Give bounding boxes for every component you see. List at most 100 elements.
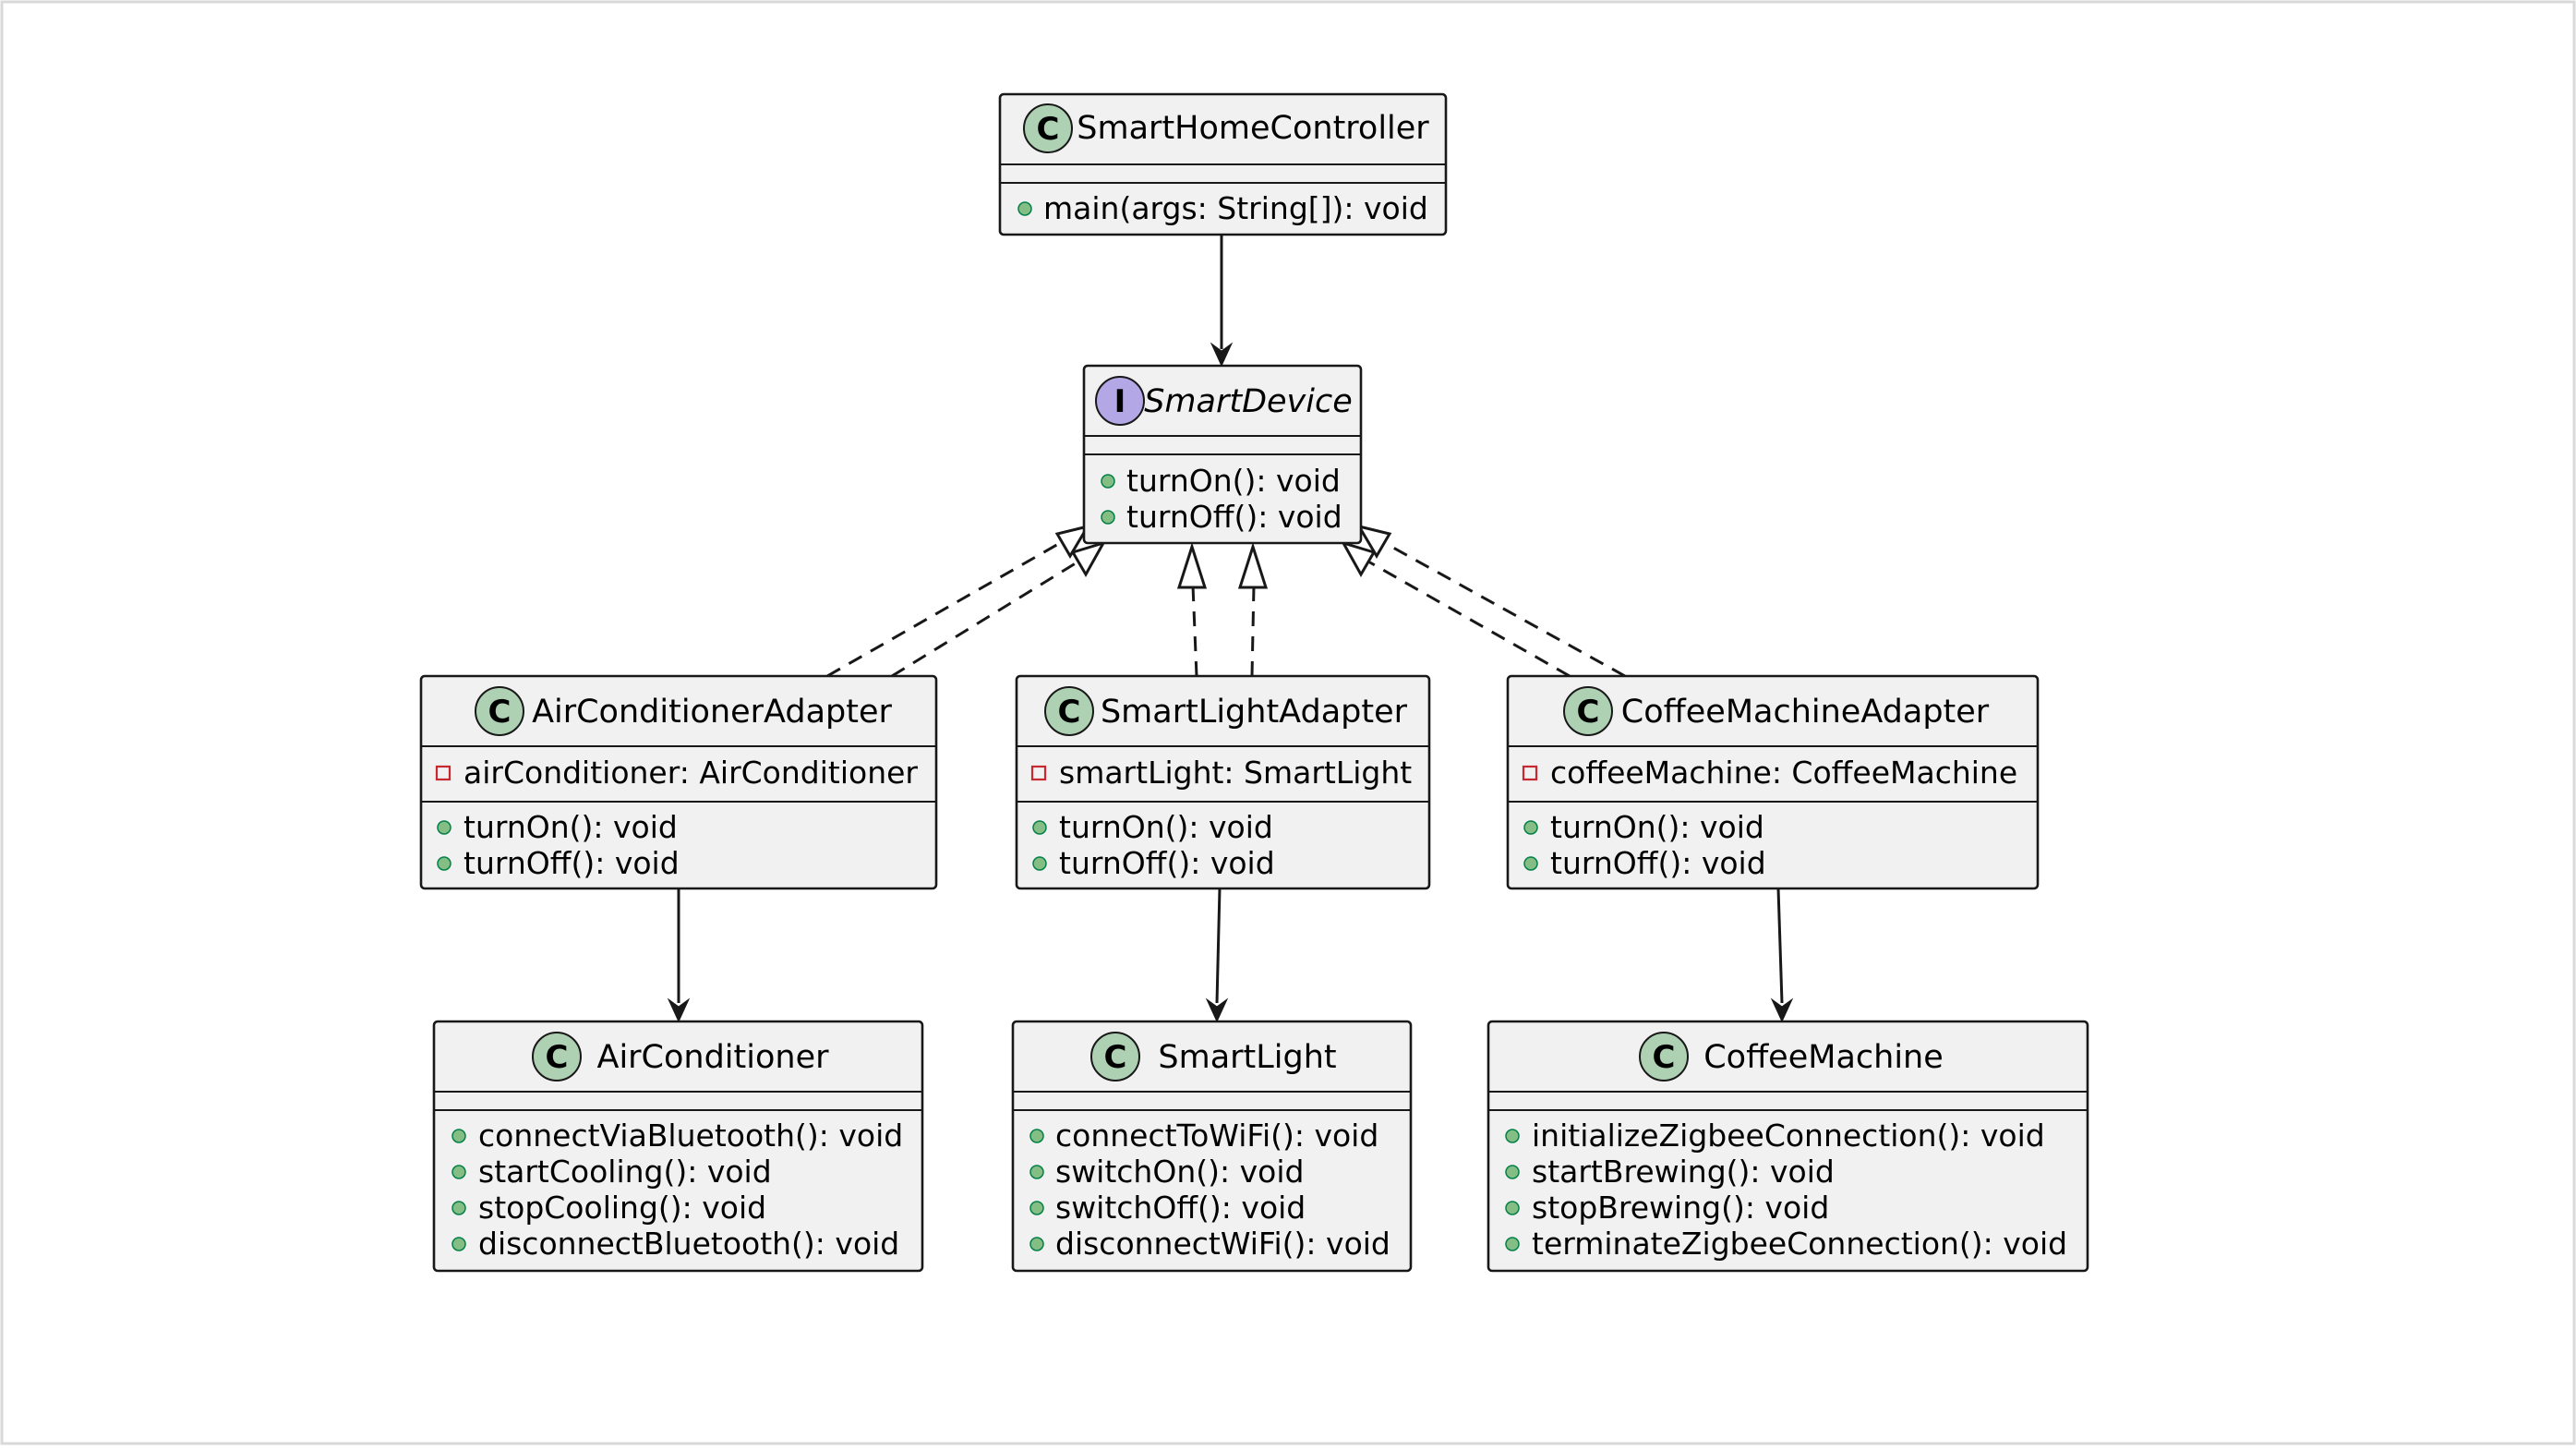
method: disconnectWiFi(): void — [1055, 1226, 1390, 1262]
class-smarthomecontroller: C SmartHomeController main(args: String[… — [998, 92, 1448, 236]
association-lightadapter-to-smartlight — [1215, 888, 1222, 1004]
public-marker-icon — [1101, 474, 1115, 489]
realization-triangle-coffee-2 — [1355, 524, 1392, 559]
class-smartlightadapter: C SmartLightAdapter smartLight: SmartLig… — [1015, 674, 1431, 890]
class-badge-letter: C — [546, 1039, 569, 1076]
class-smartlight: C SmartLight connectToWiFi(): void switc… — [1011, 1020, 1413, 1273]
relations — [667, 235, 1794, 1023]
private-marker-icon — [1030, 765, 1047, 781]
method: switchOn(): void — [1055, 1154, 1304, 1190]
attribute: airConditioner: AirConditioner — [463, 755, 918, 791]
class-badge-icon — [532, 1032, 582, 1081]
class-name: AirConditionerAdapter — [532, 694, 892, 731]
class-box — [1015, 674, 1431, 890]
class-box — [1011, 1020, 1413, 1273]
class-badge-letter: C — [1058, 694, 1081, 731]
realization-triangle-coffee-1 — [1340, 540, 1377, 578]
attribute: coffeeMachine: CoffeeMachine — [1550, 755, 2017, 791]
association-arrowhead — [1210, 342, 1234, 368]
class-badge-icon — [1090, 1032, 1140, 1081]
association-arrowhead — [1770, 997, 1794, 1023]
public-marker-icon — [1505, 1129, 1520, 1143]
public-marker-icon — [1032, 856, 1047, 871]
method: turnOn(): void — [1059, 809, 1273, 845]
public-marker-icon — [1032, 820, 1047, 835]
public-marker-icon — [1523, 856, 1538, 871]
method: turnOff(): void — [1550, 845, 1766, 881]
class-name: AirConditioner — [597, 1039, 830, 1076]
method: main(args: String[]): void — [1043, 190, 1428, 226]
public-marker-icon — [451, 1237, 466, 1251]
public-marker-icon — [1505, 1237, 1520, 1251]
method: terminateZigbeeConnection(): void — [1532, 1226, 2067, 1262]
class-badge-icon — [475, 686, 524, 736]
public-marker-icon — [451, 1129, 466, 1143]
class-badge-letter: C — [1653, 1039, 1676, 1076]
method: turnOff(): void — [1059, 845, 1275, 881]
realization-smartlightadapter-2 — [1250, 585, 1256, 677]
class-badge-icon — [1563, 686, 1613, 736]
class-name: CoffeeMachine — [1703, 1039, 1944, 1076]
public-marker-icon — [1029, 1129, 1044, 1143]
interface-smartdevice: I SmartDevice turnOn(): void turnOff(): … — [1082, 364, 1363, 545]
realization-airconditioneradapter-2 — [891, 560, 1079, 678]
public-marker-icon — [451, 1165, 466, 1179]
public-marker-icon — [1101, 510, 1115, 525]
public-marker-icon — [451, 1201, 466, 1215]
realization-coffeemachineadapter-1 — [1367, 560, 1571, 678]
private-marker-icon — [435, 765, 451, 781]
class-badge-icon — [1044, 686, 1094, 736]
association-arrowhead — [1205, 997, 1229, 1023]
class-name: CoffeeMachineAdapter — [1621, 694, 1990, 731]
method: turnOn(): void — [1550, 809, 1764, 845]
class-box — [419, 674, 938, 890]
realization-triangle-ac-1 — [1054, 524, 1091, 559]
class-coffeemachineadapter: C CoffeeMachineAdapter coffeeMachine: Co… — [1506, 674, 2040, 890]
realization-airconditioneradapter-1 — [826, 541, 1061, 678]
realization-triangle-light-2 — [1237, 542, 1269, 589]
public-marker-icon — [1505, 1201, 1520, 1215]
public-marker-icon — [1029, 1201, 1044, 1215]
method: stopBrewing(): void — [1532, 1190, 1829, 1226]
realization-triangle-light-1 — [1176, 542, 1208, 589]
method: turnOff(): void — [463, 845, 680, 881]
class-badge-letter: C — [488, 694, 512, 731]
attribute: smartLight: SmartLight — [1059, 755, 1412, 791]
method: turnOn(): void — [1126, 463, 1341, 499]
method: startCooling(): void — [478, 1154, 772, 1190]
association-arrowhead — [667, 997, 691, 1023]
method: disconnectBluetooth(): void — [478, 1226, 899, 1262]
public-marker-icon — [1017, 201, 1032, 216]
method: stopCooling(): void — [478, 1190, 766, 1226]
class-name: SmartHomeController — [1077, 110, 1429, 147]
class-airconditioner: C AirConditioner connectViaBluetooth(): … — [432, 1020, 924, 1273]
realization-triangle-ac-2 — [1070, 540, 1107, 578]
public-marker-icon — [1029, 1165, 1044, 1179]
public-marker-icon — [437, 856, 451, 871]
class-badge-letter: C — [1577, 694, 1600, 731]
method: startBrewing(): void — [1532, 1154, 1835, 1190]
class-name: SmartLight — [1158, 1039, 1336, 1076]
public-marker-icon — [1505, 1165, 1520, 1179]
class-box — [1506, 674, 2040, 890]
public-marker-icon — [1523, 820, 1538, 835]
association-coffeeadapter-to-coffeemachine — [1776, 888, 1784, 1004]
realization-smartlightadapter-1 — [1191, 585, 1198, 677]
realization-coffeemachineadapter-2 — [1384, 541, 1626, 678]
private-marker-icon — [1522, 765, 1538, 781]
class-coffeemachine: C CoffeeMachine initializeZigbeeConnecti… — [1487, 1020, 2089, 1273]
method: initializeZigbeeConnection(): void — [1532, 1118, 2045, 1154]
method: switchOff(): void — [1055, 1190, 1306, 1226]
interface-name: SmartDevice — [1144, 383, 1353, 420]
method: turnOff(): void — [1126, 499, 1342, 535]
method: connectViaBluetooth(): void — [478, 1118, 903, 1154]
class-airconditioneradapter: C AirConditionerAdapter airConditioner: … — [419, 674, 938, 890]
class-badge-icon — [1023, 103, 1073, 153]
method: connectToWiFi(): void — [1055, 1118, 1378, 1154]
class-badge-letter: C — [1037, 111, 1060, 148]
method: turnOn(): void — [463, 809, 678, 845]
public-marker-icon — [1029, 1237, 1044, 1251]
